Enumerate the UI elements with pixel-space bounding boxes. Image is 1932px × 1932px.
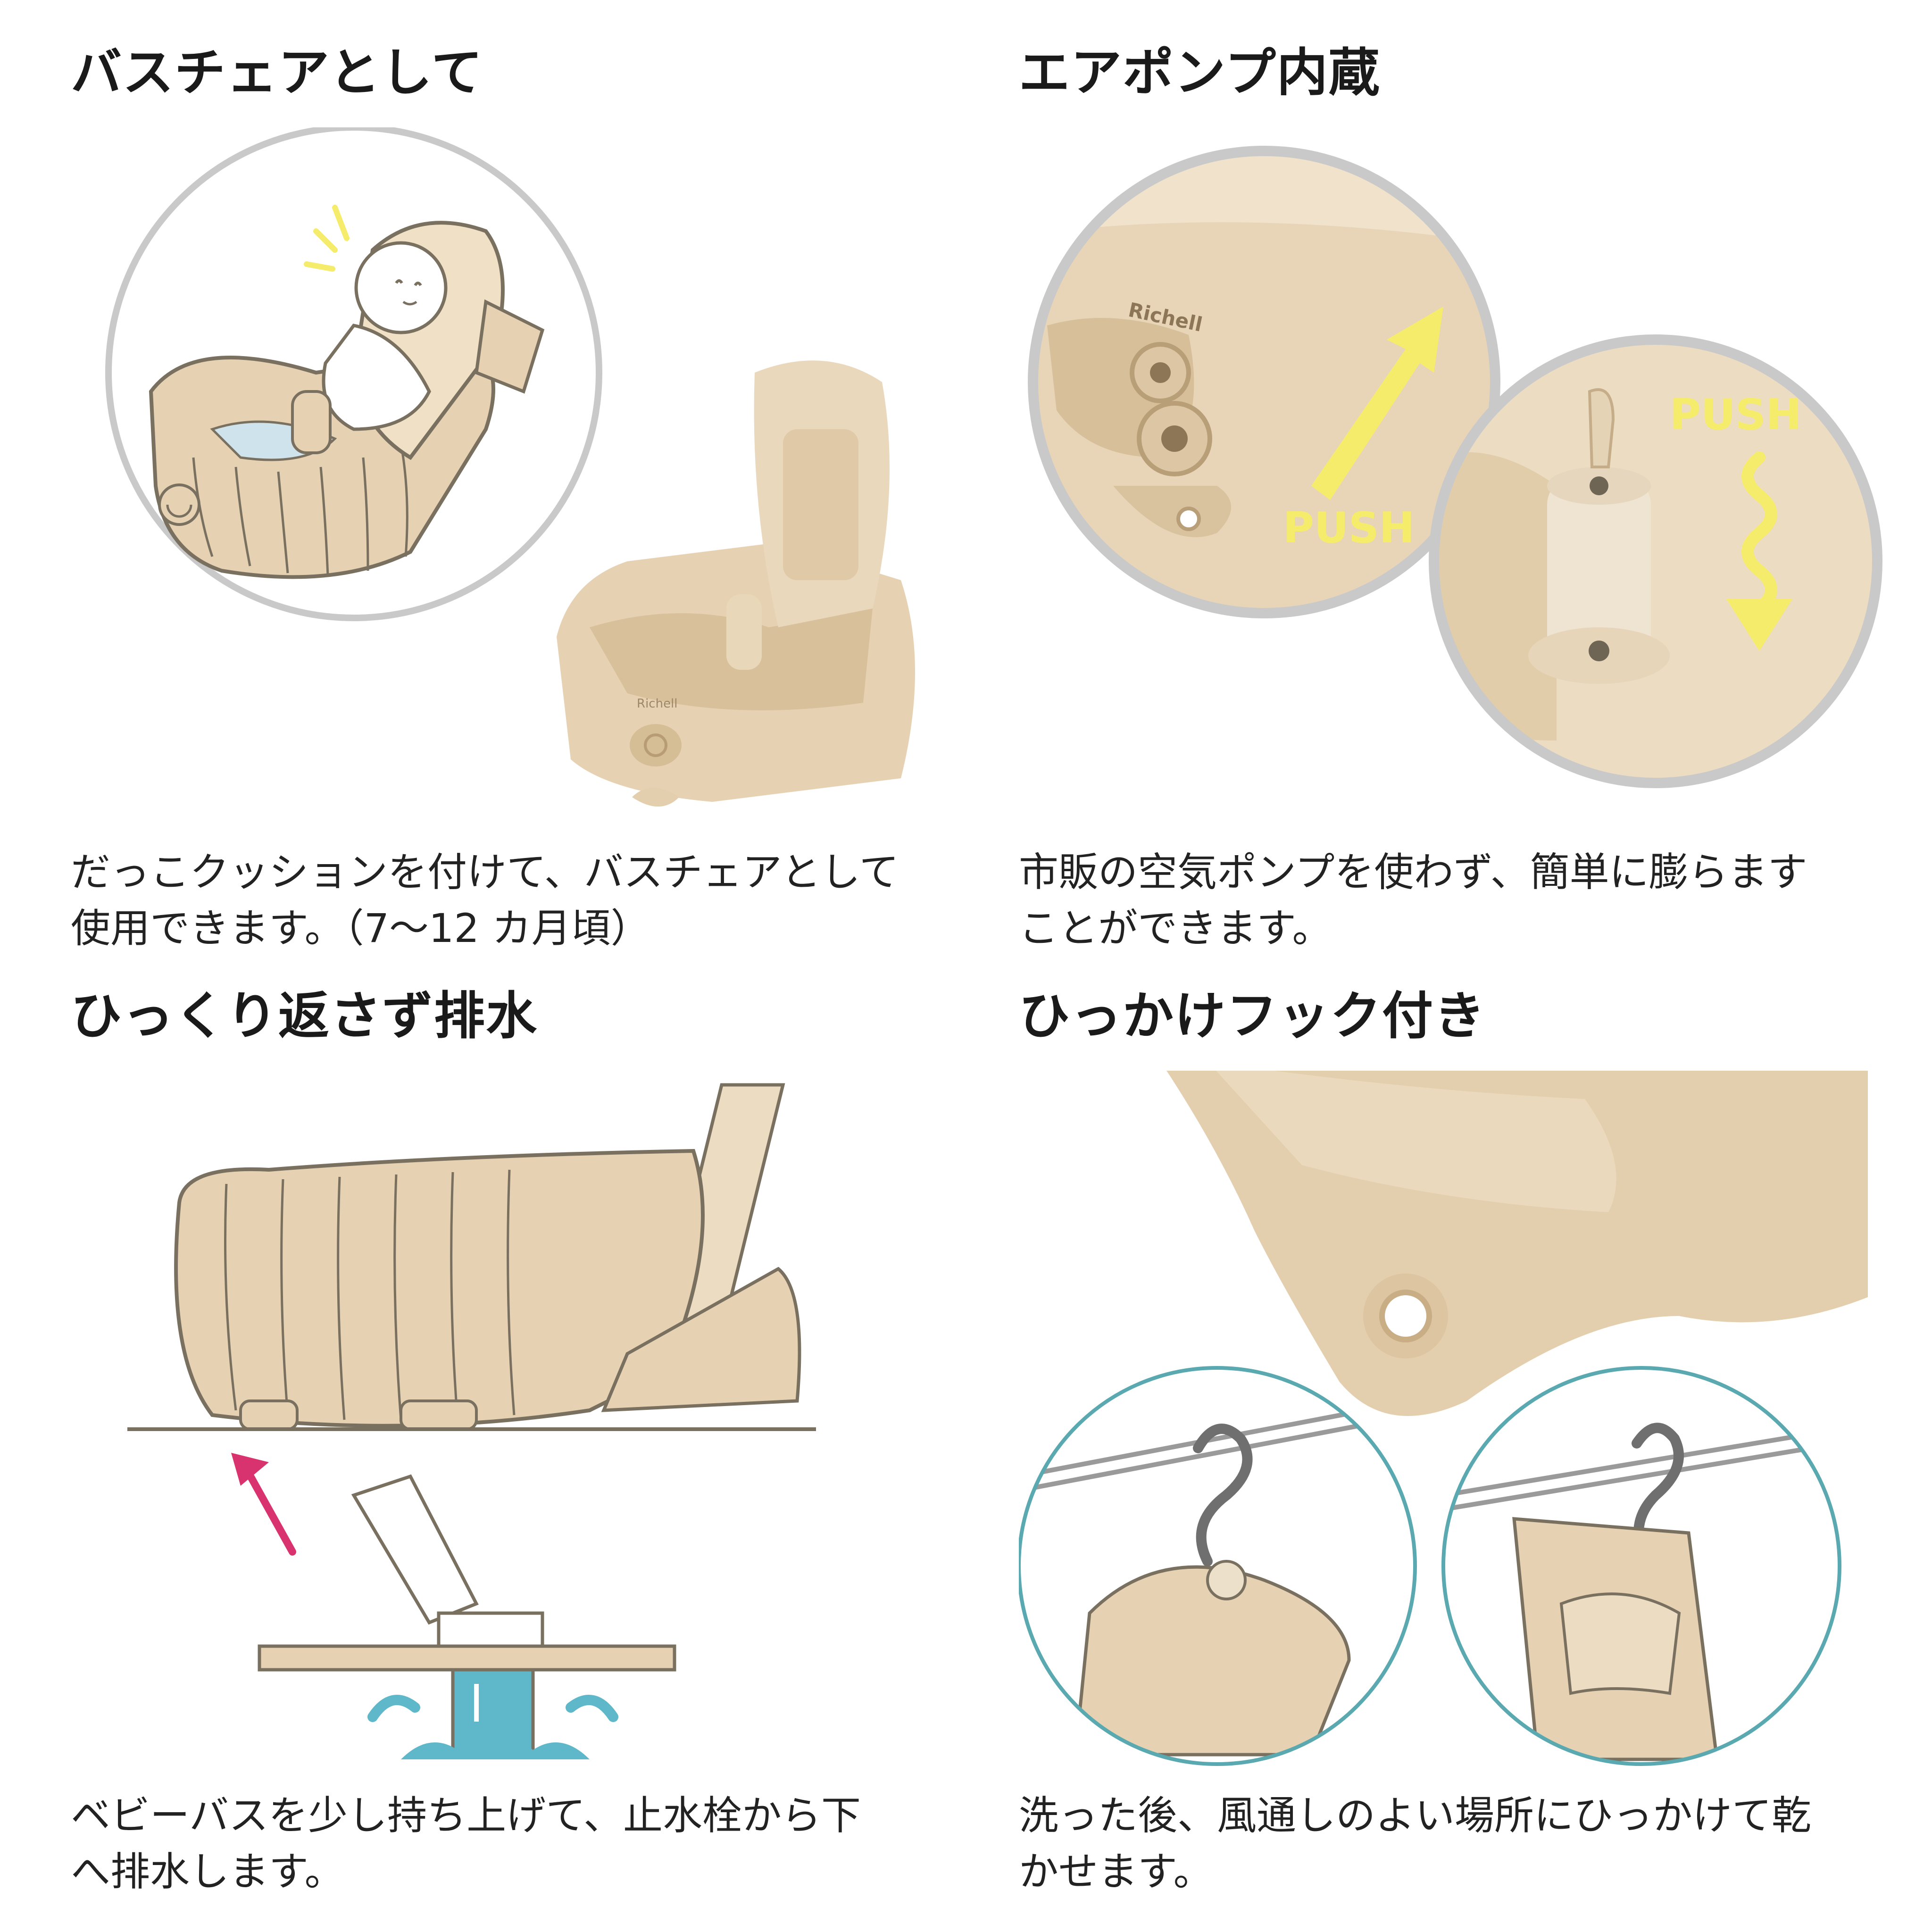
panel-title: ひっくり返さず排水 <box>71 987 538 1046</box>
bath-chair-illustration: Richell <box>105 127 915 807</box>
hanging-circle-right <box>1441 1366 1841 1766</box>
lift-arrow-icon <box>231 1453 296 1556</box>
arrow-head <box>1726 599 1792 651</box>
panel-drain: ひっくり返さず排水 <box>71 986 967 1906</box>
panel-caption: だっこクッションを付けて、バスチェアとして 使用できます。（7～12 カ月頃） <box>71 849 899 952</box>
baby-in-chair-circle <box>105 127 602 621</box>
drain-illustration <box>127 1083 816 1759</box>
panel-caption: 洗った後、風通しのよい場所にひっかけて乾 かせます。 <box>1019 1792 1812 1895</box>
panel-title: バスチェアとして <box>71 43 483 102</box>
hook-photo <box>1166 1071 1868 1416</box>
panel-title: エアポンプ内蔵 <box>1019 43 1381 102</box>
panel-title: ひっかけフック付き <box>1019 987 1486 1046</box>
push-arrow-down <box>1741 451 1777 615</box>
push-label: PUSH <box>1283 503 1415 553</box>
panel-air-pump: エアポンプ内蔵 Richell PUSH <box>1019 42 1915 962</box>
panel-bath-chair: バスチェアとして <box>71 42 967 962</box>
push-arrow-up <box>1311 307 1443 500</box>
pump-closeup-circle: PUSH <box>1429 334 1882 788</box>
brand-mark: Richell <box>637 697 678 711</box>
hanging-circle-left <box>1019 1366 1417 1766</box>
hook-illustration <box>1019 1071 1868 1766</box>
drain-plug-detail <box>258 1474 676 1759</box>
bath-chair-product: Richell <box>557 360 915 807</box>
panel-caption: 市販の空気ポンプを使わず、簡単に膨らます ことができます。 <box>1019 849 1807 952</box>
panel-caption: ベビーバスを少し持ち上げて、止水栓から下 へ排水します。 <box>71 1792 861 1895</box>
valve-closeup-circle: Richell PUSH <box>1028 146 1500 618</box>
air-pump-illustration: Richell PUSH PUSH <box>1028 146 1882 788</box>
push-label: PUSH <box>1670 390 1801 440</box>
panel-hook: ひっかけフック付き <box>1019 986 1915 1906</box>
